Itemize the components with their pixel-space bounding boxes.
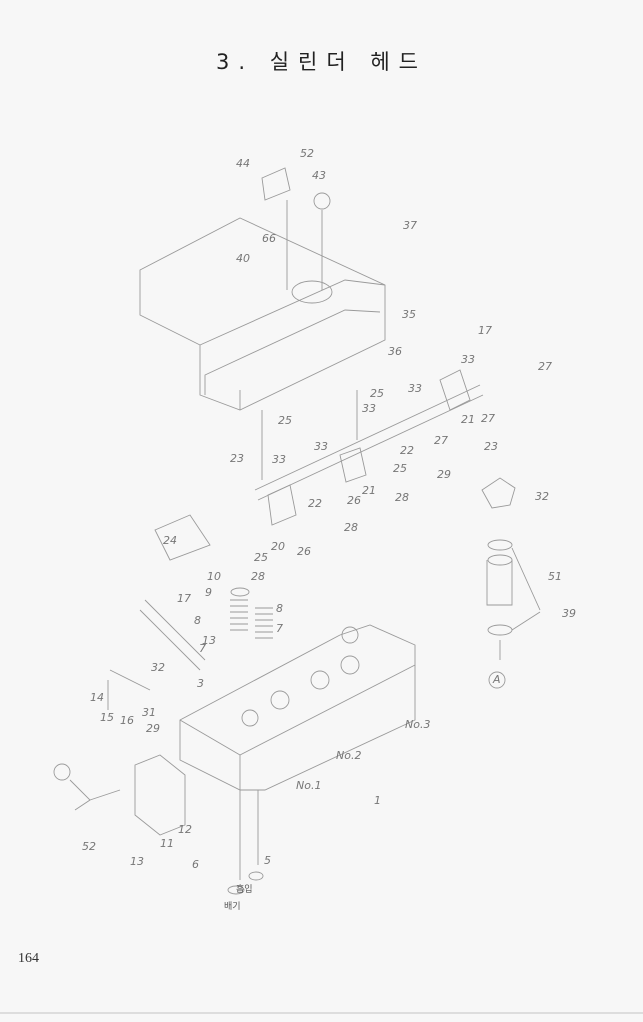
part-callout: 8 — [194, 614, 201, 627]
part-callout: 3 — [197, 677, 204, 690]
part-callout: 66 — [262, 232, 276, 245]
part-callout: A — [492, 673, 501, 686]
part-callout: 14 — [90, 691, 104, 704]
part-callout: 1 — [374, 794, 381, 807]
part-callout: No.3 — [405, 718, 430, 731]
part-callout: No.2 — [336, 749, 361, 762]
part-callout: 13 — [130, 855, 144, 868]
part-callout: 23 — [230, 452, 244, 465]
part-callout: 5 — [264, 854, 271, 867]
part-callout: 35 — [402, 308, 416, 321]
page-title: 3. 실린더 헤드 — [216, 50, 427, 74]
part-callout: 31 — [142, 706, 156, 719]
part-callout: 40 — [236, 252, 250, 265]
part-callout: 22 — [308, 497, 322, 510]
part-callout: 17 — [177, 592, 191, 605]
part-callout: 37 — [403, 219, 417, 232]
cylinder-head-drawing — [53, 624, 416, 895]
part-callout: 29 — [146, 722, 160, 735]
part-callout: 32 — [535, 490, 549, 503]
part-callout: 25 — [278, 414, 292, 427]
part-callout: 28 — [395, 491, 409, 504]
part-callout: 52 — [300, 147, 314, 160]
part-callout: 13 — [202, 634, 216, 647]
part-callout: 27 — [434, 434, 448, 447]
part-callout: No.1 — [296, 779, 321, 792]
exhaust-label: 배기 — [224, 901, 241, 912]
part-callout: 16 — [120, 714, 134, 727]
rocker-arm-assembly-drawing — [154, 369, 484, 561]
part-callout: 20 — [271, 540, 285, 553]
part-callout: 12 — [178, 823, 192, 836]
part-callout: 52 — [82, 840, 96, 853]
part-callout: 29 — [437, 468, 451, 481]
part-callout: 43 — [312, 169, 326, 182]
part-callout: 25 — [370, 387, 384, 400]
part-callout: 8 — [276, 602, 283, 615]
valve-springs-drawing — [107, 587, 273, 710]
part-callout: 15 — [100, 711, 114, 724]
part-callout: 10 — [207, 570, 221, 583]
part-callout: 36 — [388, 345, 402, 358]
part-callout: 33 — [408, 382, 422, 395]
part-callout: 21 — [461, 413, 475, 426]
part-callout: 23 — [484, 440, 498, 453]
part-callout: 22 — [400, 444, 414, 457]
part-callout: 24 — [163, 534, 177, 547]
part-callout: 28 — [251, 570, 265, 583]
part-callout: 33 — [461, 353, 475, 366]
page-number: 164 — [18, 951, 39, 966]
part-callout: 33 — [362, 402, 376, 415]
part-callout: 25 — [254, 551, 268, 564]
part-callout: 39 — [562, 607, 576, 620]
part-callout: 7 — [199, 642, 206, 655]
oil-filler-drawing — [481, 477, 541, 689]
part-callout: 26 — [347, 494, 361, 507]
part-callout: 17 — [478, 324, 492, 337]
part-callout: 27 — [481, 412, 495, 425]
part-callout: 27 — [538, 360, 552, 373]
part-callout: 28 — [344, 521, 358, 534]
part-callout: 9 — [205, 586, 212, 599]
part-callout: 26 — [297, 545, 311, 558]
part-callout: 44 — [236, 157, 250, 170]
intake-label: 흡입 — [236, 883, 253, 895]
valve-cover-drawing — [139, 167, 386, 411]
part-callout: 51 — [548, 570, 562, 583]
part-callout: 21 — [362, 484, 376, 497]
part-callout: 11 — [160, 837, 174, 850]
part-callout: 33 — [272, 453, 286, 466]
part-callout: 25 — [393, 462, 407, 475]
part-callout: 32 — [151, 661, 165, 674]
scan-edge — [0, 1012, 643, 1014]
part-callout: 33 — [314, 440, 328, 453]
part-callout: 7 — [276, 622, 283, 635]
part-callout: 6 — [192, 858, 199, 871]
